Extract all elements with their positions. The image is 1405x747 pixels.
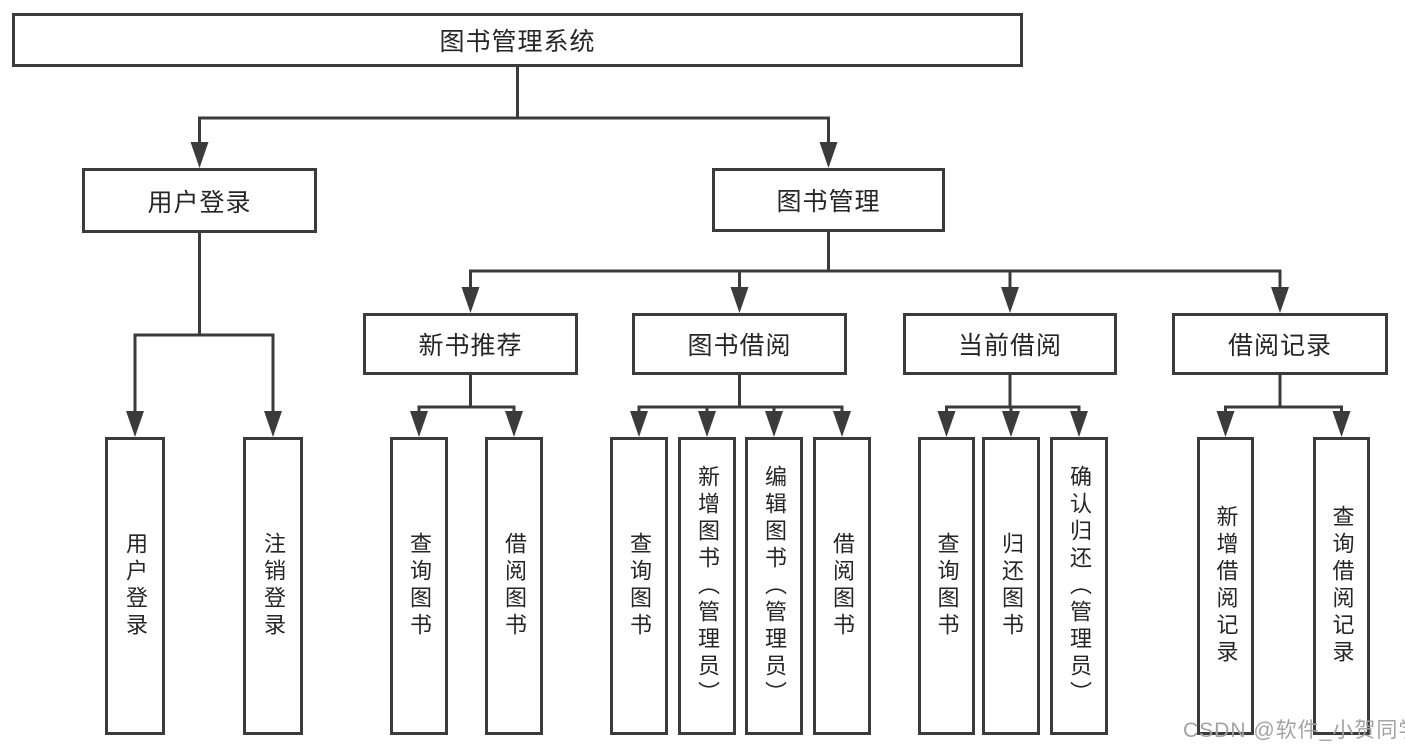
- connector-arrowhead: [937, 411, 956, 437]
- connector-arrowhead: [819, 142, 838, 168]
- connector-arrowhead: [190, 142, 209, 168]
- connector-arrowhead: [730, 287, 749, 313]
- connector-arrowhead: [505, 411, 523, 437]
- connector-arrowhead: [630, 411, 648, 437]
- connector-arrowhead: [1271, 287, 1289, 313]
- connector-arrowhead: [1002, 411, 1020, 437]
- connector-arrowhead: [833, 411, 851, 437]
- connector-arrowhead: [765, 411, 783, 437]
- connector-arrowhead: [264, 411, 282, 437]
- connector-arrowhead: [1001, 287, 1019, 313]
- watermark: CSDN @软件_小贺同学: [1183, 719, 1405, 742]
- connector-arrowhead: [1070, 411, 1088, 437]
- connector-arrowhead: [698, 411, 716, 437]
- connector-arrowhead: [126, 411, 144, 437]
- connector-arrowhead: [1216, 411, 1235, 437]
- connector-arrowhead: [461, 287, 480, 313]
- connector-arrowhead: [1332, 411, 1351, 437]
- connector-arrowhead: [410, 411, 428, 437]
